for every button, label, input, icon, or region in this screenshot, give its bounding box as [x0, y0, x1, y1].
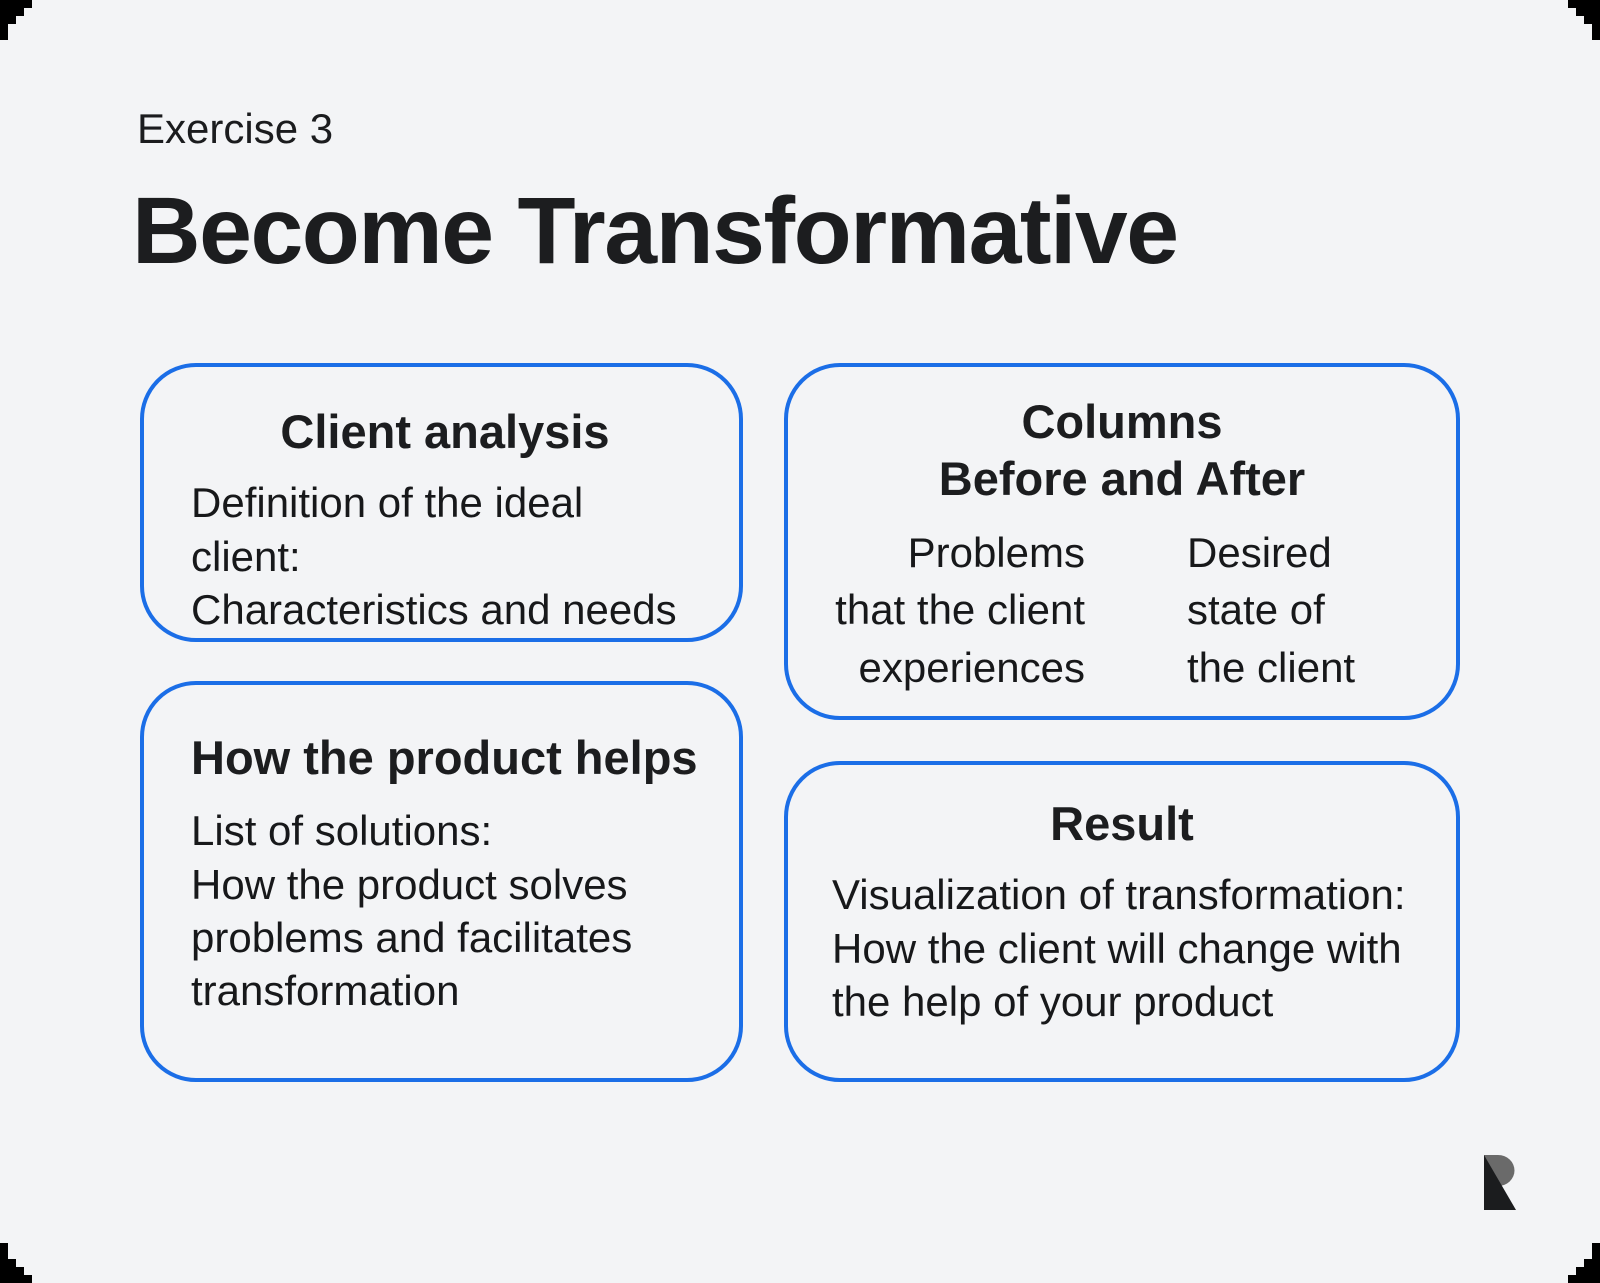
- card-before-after: Columns Before and After Problems that t…: [784, 363, 1460, 720]
- body-line: problems and facilitates: [191, 913, 633, 961]
- column-before-line: Problems: [907, 528, 1085, 576]
- card-before-after-heading: Columns Before and After: [788, 393, 1456, 508]
- column-after-line: Desired: [1187, 528, 1332, 576]
- body-line: How the client will change with: [832, 924, 1402, 972]
- card-client-analysis-body: Definition of the ideal client: Characte…: [191, 476, 699, 636]
- card-product-helps-heading: How the product helps: [191, 731, 698, 784]
- exercise-label: Exercise 3: [137, 105, 334, 152]
- page-title: Become Transformative: [132, 178, 1179, 284]
- heading-line: Columns: [1021, 395, 1223, 448]
- card-result-heading: Result: [1050, 797, 1194, 850]
- brand-logo-r-icon: [1484, 1155, 1517, 1210]
- card-result: Result Visualization of transformation: …: [784, 761, 1460, 1082]
- body-line: List of solutions:: [191, 807, 493, 855]
- column-after-line: the client: [1187, 643, 1356, 691]
- before-after-columns: Problems that the client experiences Des…: [788, 524, 1456, 697]
- brand-logo-r-svg: [1484, 1155, 1516, 1210]
- body-line: Definition of the ideal client:: [191, 479, 584, 580]
- card-product-helps: How the product helps List of solutions:…: [140, 681, 743, 1082]
- column-after: Desired state of the client: [1122, 524, 1456, 697]
- body-line: How the product solves: [191, 860, 628, 908]
- heading-line: Before and After: [938, 452, 1306, 506]
- card-product-helps-body: List of solutions: How the product solve…: [191, 804, 709, 1017]
- body-line: Visualization of transformation:: [832, 871, 1406, 919]
- body-line: the help of your product: [832, 977, 1274, 1025]
- column-before-line: experiences: [858, 643, 1085, 691]
- body-line: transformation: [191, 967, 460, 1015]
- card-client-analysis-heading: Client analysis: [280, 405, 610, 458]
- body-line: Characteristics and needs: [191, 585, 677, 633]
- column-before: Problems that the client experiences: [788, 524, 1122, 697]
- column-after-line: state of: [1187, 586, 1325, 634]
- card-result-body: Visualization of transformation: How the…: [788, 868, 1456, 1028]
- card-client-analysis: Client analysis Definition of the ideal …: [140, 363, 743, 642]
- column-before-line: that the client: [835, 586, 1085, 634]
